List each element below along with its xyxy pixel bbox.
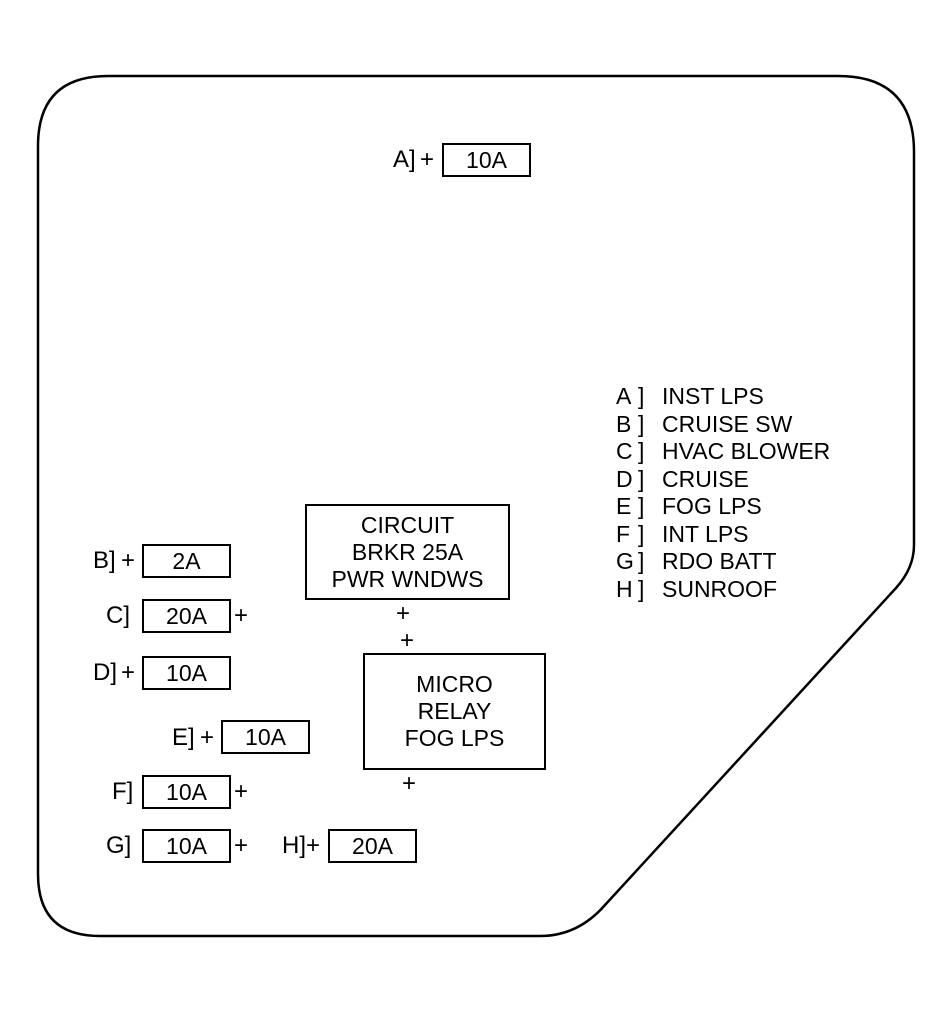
legend-bracket: ] <box>638 465 645 492</box>
fuse-legend: A ] INST LPS B ] CRUISE SW C ] HVAC BLOW… <box>616 383 830 603</box>
micro-relay-terminal-top: + <box>400 627 415 654</box>
fuse-h-rating: 20A <box>352 832 393 859</box>
legend-text: HVAC BLOWER <box>662 438 831 464</box>
legend-letter: A <box>616 383 632 409</box>
legend-text: CRUISE <box>662 465 749 492</box>
fuse-a-plus: + <box>420 146 435 173</box>
micro-relay-terminal-bottom: + <box>402 770 417 797</box>
micro-relay[interactable]: MICRO RELAY FOG LPS <box>363 653 546 770</box>
legend-letter: H <box>616 575 633 602</box>
circuit-breaker-line-2: BRKR 25A <box>351 538 464 565</box>
legend-bracket: ] <box>638 383 645 409</box>
legend-bracket: ] <box>638 410 645 437</box>
fuse-g-plus: + <box>234 832 249 859</box>
fuse-e-rating: 10A <box>245 723 286 750</box>
legend-item: B ] CRUISE SW <box>616 411 830 439</box>
legend-item: E ] FOG LPS <box>616 493 830 521</box>
legend-text: CRUISE SW <box>662 410 793 437</box>
legend-bracket: ] <box>638 548 645 574</box>
legend-letter: F <box>616 520 631 547</box>
fuse-c-rating: 20A <box>166 602 207 629</box>
fuse-f-plus: + <box>234 778 249 805</box>
fuse-e-plus: + <box>200 724 215 751</box>
fuse-h-plus: + <box>306 832 321 859</box>
legend-item: G ] RDO BATT <box>616 548 830 576</box>
legend-letter: D <box>616 465 633 492</box>
circuit-breaker[interactable]: CIRCUIT BRKR 25A PWR WNDWS <box>305 504 510 600</box>
legend-bracket: ] <box>638 438 645 464</box>
legend-letter: B <box>616 410 632 437</box>
legend-letter: C <box>616 438 633 464</box>
fuse-f-label: F] <box>112 778 134 805</box>
circuit-breaker-terminal: + <box>396 600 411 627</box>
fuse-c-plus: + <box>234 602 249 629</box>
fuse-d[interactable]: 10A <box>142 656 231 690</box>
legend-text: INST LPS <box>662 383 764 409</box>
fuse-c[interactable]: 20A <box>142 599 231 633</box>
legend-bracket: ] <box>638 520 645 547</box>
fuse-f-rating: 10A <box>166 778 207 805</box>
legend-letter: E <box>616 493 632 519</box>
fuse-b-label: B] <box>93 547 116 574</box>
fuse-g-label: G] <box>106 832 132 859</box>
fuse-e[interactable]: 10A <box>221 720 310 754</box>
legend-item: H ] SUNROOF <box>616 576 830 604</box>
fuse-a[interactable]: 10A <box>442 143 531 177</box>
fuse-h[interactable]: 20A <box>328 829 417 863</box>
fuse-g[interactable]: 10A <box>142 829 231 863</box>
fuse-b-plus: + <box>121 547 136 574</box>
legend-bracket: ] <box>638 493 645 519</box>
micro-relay-line-3: FOG LPS <box>404 725 505 751</box>
micro-relay-line-1: MICRO <box>416 671 493 697</box>
legend-text: FOG LPS <box>662 493 762 519</box>
legend-letter: G <box>616 548 634 574</box>
fuse-c-label: C] <box>106 602 130 629</box>
legend-item: F ] INT LPS <box>616 521 830 549</box>
circuit-breaker-line-3: PWR WNDWS <box>331 565 484 592</box>
legend-item: C ] HVAC BLOWER <box>616 438 830 466</box>
fuse-g-rating: 10A <box>166 832 207 859</box>
legend-text: SUNROOF <box>662 575 777 602</box>
fuse-d-plus: + <box>121 659 136 686</box>
fuse-a-label: A] <box>393 146 416 173</box>
circuit-breaker-line-1: CIRCUIT <box>360 511 455 538</box>
fuse-a-rating: 10A <box>466 146 507 173</box>
legend-text: INT LPS <box>662 520 749 547</box>
legend-bracket: ] <box>638 575 645 602</box>
fuse-e-label: E] <box>172 724 195 751</box>
legend-item: D ] CRUISE <box>616 466 830 494</box>
fuse-d-rating: 10A <box>166 659 207 686</box>
legend-text: RDO BATT <box>662 548 777 574</box>
micro-relay-line-2: RELAY <box>417 698 492 724</box>
fuse-f[interactable]: 10A <box>142 775 231 809</box>
legend-item: A ] INST LPS <box>616 383 830 411</box>
fuse-d-label: D] <box>93 659 117 686</box>
fuse-b[interactable]: 2A <box>142 544 231 578</box>
fuse-h-label: H] <box>282 832 306 859</box>
fuse-b-rating: 2A <box>172 547 201 574</box>
